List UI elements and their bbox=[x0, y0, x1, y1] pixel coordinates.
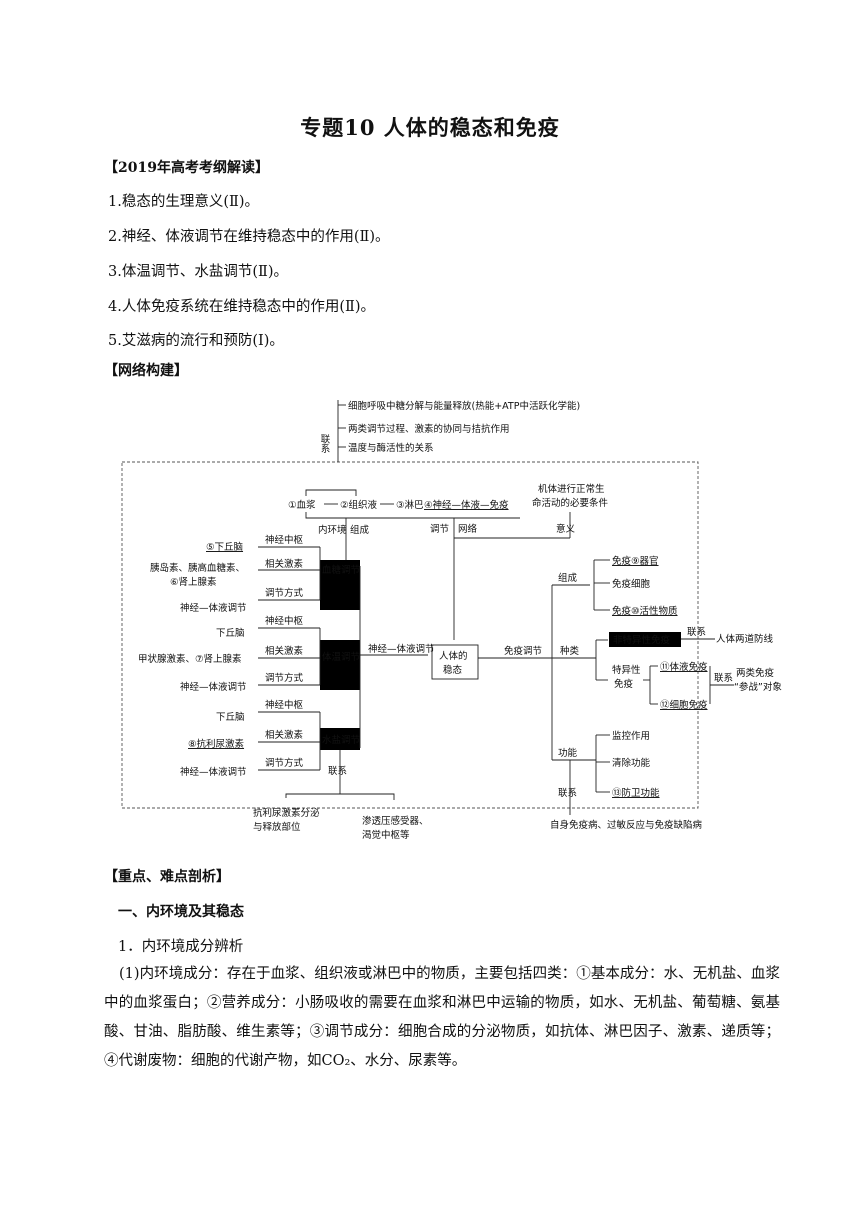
disease: 自身免疫病、过敏反应与免疫缺陷病 bbox=[550, 819, 703, 831]
function: ⑬防卫功能 bbox=[612, 787, 660, 799]
sugar-method: 神经—体液调节 bbox=[180, 602, 247, 614]
sugar-center: ⑤下丘脑 bbox=[206, 541, 243, 553]
water-box bbox=[320, 728, 360, 750]
water-box-label: 水盐调节 bbox=[322, 734, 360, 746]
nonspecific-box bbox=[609, 632, 681, 647]
outline-item: 5.艾滋病的流行和预防(Ⅰ)。 bbox=[108, 333, 284, 349]
center-left-label: 神经—体液调节 bbox=[368, 643, 435, 655]
nonspecific-link: 联系 bbox=[687, 627, 706, 638]
nerve-center-label: 神经中枢 bbox=[265, 699, 304, 711]
bottom-mid: 渴觉中枢等 bbox=[362, 829, 410, 841]
water-method: 神经—体液调节 bbox=[180, 766, 247, 778]
two-defense: 人体两道防线 bbox=[716, 633, 774, 645]
immune-type: 种类 bbox=[560, 645, 580, 657]
outer-frame bbox=[121, 461, 699, 809]
function: 监控作用 bbox=[612, 730, 650, 742]
regulation-method-label: 调节方式 bbox=[265, 757, 304, 769]
temp-box bbox=[320, 640, 360, 690]
immune-function: 功能 bbox=[558, 747, 578, 759]
function-link: 联系 bbox=[558, 788, 577, 799]
related-hormone-label: 相关激素 bbox=[265, 645, 304, 657]
humoral: ⑪体液免疫 bbox=[660, 661, 708, 673]
water-hormone: ⑧抗利尿激素 bbox=[188, 738, 245, 750]
label-network: 网络 bbox=[458, 523, 478, 535]
outline-heading: 【2019年高考考纲解读】 bbox=[104, 160, 269, 176]
label-regulation: 调节 bbox=[430, 524, 449, 535]
significance: 命活动的必要条件 bbox=[532, 497, 609, 509]
specific-link: 联系 bbox=[714, 673, 733, 684]
mechanism: ④神经—体液—免疫 bbox=[424, 499, 509, 511]
significance: 机体进行正常生 bbox=[538, 483, 605, 495]
sugar-box bbox=[320, 560, 360, 610]
bottom-mid: 渗透压感受器、 bbox=[362, 815, 429, 827]
temp-center: 下丘脑 bbox=[216, 627, 245, 639]
related-hormone-label: 相关激素 bbox=[265, 558, 304, 570]
component-plasma: ①血浆 bbox=[288, 499, 316, 511]
immune-part: 免疫⑨器官 bbox=[612, 555, 659, 567]
outline-item: 3.体温调节、水盐调节(Ⅱ)。 bbox=[108, 264, 289, 280]
label-composition: 组成 bbox=[350, 524, 370, 536]
center-node bbox=[431, 644, 479, 680]
center-label: 人体的 bbox=[439, 650, 468, 662]
bottom-left: 与释放部位 bbox=[253, 821, 301, 833]
top-link: 两类调节过程、激素的协同与拮抗作用 bbox=[348, 423, 510, 435]
temp-hormone: 甲状腺激素、⑦肾上腺素 bbox=[138, 653, 242, 665]
cellular: ⑫细胞免疫 bbox=[660, 699, 708, 711]
component-lymph: ③淋巴 bbox=[396, 499, 424, 511]
top-link-label: 联系 bbox=[319, 434, 331, 453]
specific: 特异性 bbox=[612, 664, 641, 676]
function: 清除功能 bbox=[612, 757, 651, 769]
component-tissue-fluid: ②组织液 bbox=[340, 499, 378, 511]
outline-item: 2.神经、体液调节在维持稳态中的作用(Ⅱ)。 bbox=[108, 229, 390, 245]
water-link: 联系 bbox=[328, 766, 347, 777]
top-link: 温度与酶活性的关系 bbox=[348, 442, 434, 454]
point1-heading: 1．内环境成分辨析 bbox=[118, 939, 244, 955]
bottom-left: 抗利尿激素分泌 bbox=[253, 807, 320, 819]
sugar-hormone: 胰岛素、胰高血糖素、 bbox=[150, 562, 245, 574]
paragraph: (1)内环境成分：存在于血浆、组织液或淋巴中的物质，主要包括四类：①基本成分：水… bbox=[104, 966, 780, 1069]
immune-part: 免疫⑩活性物质 bbox=[612, 605, 678, 617]
top-link: 细胞呼吸中糖分解与能量释放(热能+ATP中活跃化学能) bbox=[348, 400, 580, 412]
label-meaning: 意义 bbox=[556, 523, 576, 535]
immune-composition: 组成 bbox=[558, 572, 578, 584]
key-heading: 【重点、难点剖析】 bbox=[104, 869, 230, 885]
specific: 免疫 bbox=[614, 678, 634, 690]
water-center: 下丘脑 bbox=[216, 711, 245, 723]
battle: “参战”对象 bbox=[734, 681, 782, 693]
regulation-method-label: 调节方式 bbox=[265, 587, 304, 599]
part1-heading: 一、内环境及其稳态 bbox=[118, 904, 244, 920]
network-heading: 【网络构建】 bbox=[104, 363, 188, 379]
temp-method: 神经—体液调节 bbox=[180, 681, 247, 693]
battle: 两类免疫 bbox=[736, 667, 775, 679]
sugar-box-label: 血糖调节 bbox=[322, 564, 360, 576]
sugar-hormone: ⑥肾上腺素 bbox=[170, 576, 217, 588]
nerve-center-label: 神经中枢 bbox=[265, 534, 304, 546]
regulation-method-label: 调节方式 bbox=[265, 672, 304, 684]
center-right-label: 免疫调节 bbox=[504, 645, 542, 657]
label-internal: 内环境 bbox=[318, 524, 347, 536]
outline-item: 4.人体免疫系统在维持稳态中的作用(Ⅱ)。 bbox=[108, 299, 376, 315]
immune-part: 免疫细胞 bbox=[612, 578, 651, 590]
outline-item: 1.稳态的生理意义(Ⅱ)。 bbox=[108, 194, 260, 210]
related-hormone-label: 相关激素 bbox=[265, 729, 304, 741]
nerve-center-label: 神经中枢 bbox=[265, 615, 304, 627]
temp-box-label: 体温调节 bbox=[322, 651, 360, 663]
page-title: 专题10 人体的稳态和免疫 bbox=[300, 115, 560, 140]
concept-map-diagram: 联系 细胞呼吸中糖分解与能量释放(热能+ATP中活跃化学能) 两类调节过程、激素… bbox=[121, 400, 782, 841]
center-label: 稳态 bbox=[443, 664, 463, 676]
nonspecific: 非特异性免疫 bbox=[613, 634, 671, 646]
